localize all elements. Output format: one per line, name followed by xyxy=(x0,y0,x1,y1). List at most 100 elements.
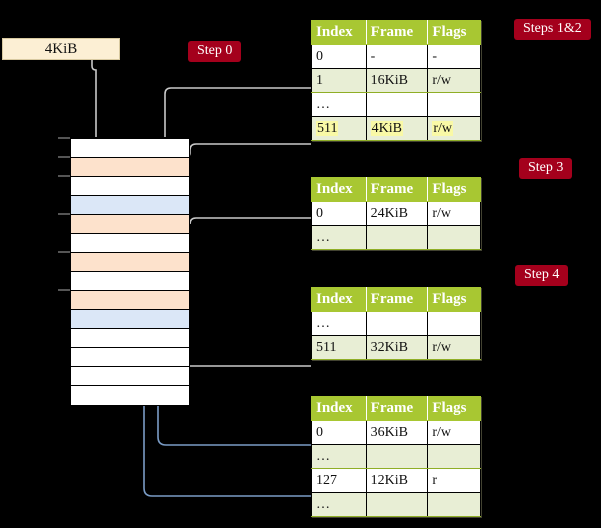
cell-flags: - xyxy=(427,44,481,69)
column-header-flags: Flags xyxy=(427,287,481,312)
memory-row xyxy=(71,196,189,215)
cell-index: 1 xyxy=(311,68,367,93)
memory-row xyxy=(71,234,189,253)
table-row[interactable]: 511 4KiB r/w xyxy=(311,116,481,141)
cell-frame: 24KiB xyxy=(365,201,429,226)
memory-tick xyxy=(58,137,71,139)
column-header-frame: Frame xyxy=(365,396,429,421)
badge-step-3: Step 3 xyxy=(519,158,573,180)
cell-frame: 4KiB xyxy=(365,116,429,141)
cell-frame: 16KiB xyxy=(365,68,429,93)
column-header-flags: Flags xyxy=(427,396,481,421)
cell-frame: 36KiB xyxy=(365,420,429,445)
cell-flags: r/w xyxy=(427,335,481,360)
cell-frame: 32KiB xyxy=(365,335,429,360)
table-row[interactable]: … xyxy=(311,225,481,250)
memory-row xyxy=(71,310,189,329)
memory-row xyxy=(71,272,189,291)
highlight-mark: 511 xyxy=(316,120,339,136)
memory-tick xyxy=(58,175,71,177)
cell-index: … xyxy=(311,492,367,517)
column-header-flags: Flags xyxy=(427,20,481,45)
cell-index: … xyxy=(311,444,367,469)
memory-tick xyxy=(58,156,71,158)
memory-row xyxy=(71,139,189,158)
cell-frame xyxy=(365,225,429,250)
cell-index: 0 xyxy=(311,201,367,226)
cell-flags xyxy=(427,444,481,469)
memory-row xyxy=(71,158,189,177)
memory-row xyxy=(71,329,189,348)
table-row[interactable]: … xyxy=(311,492,481,517)
cell-index: 511 xyxy=(311,335,367,360)
memory-row xyxy=(71,348,189,367)
cell-index: 0 xyxy=(311,44,367,69)
column-header-index: Index xyxy=(311,396,367,421)
column-header-flags: Flags xyxy=(427,177,481,202)
memory-row xyxy=(71,291,189,310)
cell-flags xyxy=(427,92,481,117)
cell-index: … xyxy=(311,311,367,336)
highlight-mark: 4KiB xyxy=(370,120,404,136)
column-header-index: Index xyxy=(311,20,367,45)
cell-index: … xyxy=(311,92,367,117)
memory-row xyxy=(71,367,189,386)
cell-flags xyxy=(427,492,481,517)
cell-frame: 12KiB xyxy=(365,468,429,493)
cell-index: 127 xyxy=(311,468,367,493)
table-row[interactable]: … xyxy=(311,311,481,336)
badge-steps-1-2: Steps 1&2 xyxy=(514,19,591,41)
memory-row xyxy=(71,253,189,272)
cell-frame xyxy=(365,444,429,469)
cell-index: 511 xyxy=(311,116,367,141)
cell-flags: r xyxy=(427,468,481,493)
source-frame-box: 4KiB xyxy=(2,38,120,60)
column-header-index: Index xyxy=(311,177,367,202)
table-row[interactable]: … xyxy=(311,444,481,469)
physical-memory-column xyxy=(70,137,190,406)
cell-index: … xyxy=(311,225,367,250)
cell-index: 0 xyxy=(311,420,367,445)
cell-frame xyxy=(365,92,429,117)
cell-flags: r/w xyxy=(427,201,481,226)
wire-step3-in xyxy=(171,217,311,248)
cell-flags: r/w xyxy=(427,420,481,445)
cell-frame xyxy=(365,311,429,336)
cell-flags xyxy=(427,311,481,336)
wire-step0 xyxy=(91,60,103,152)
memory-tick xyxy=(58,251,71,253)
memory-row xyxy=(71,215,189,234)
cell-frame xyxy=(365,492,429,517)
cell-frame: - xyxy=(365,44,429,69)
memory-row xyxy=(71,386,189,405)
table-row[interactable]: 0-- xyxy=(311,44,481,69)
cell-flags xyxy=(427,225,481,250)
column-header-frame: Frame xyxy=(365,20,429,45)
cell-flags: r/w xyxy=(427,68,481,93)
table-row[interactable]: … xyxy=(311,92,481,117)
badge-step-0: Step 0 xyxy=(188,41,242,63)
highlight-mark: r/w xyxy=(432,120,453,136)
wire-step4-up xyxy=(173,314,311,367)
memory-row xyxy=(71,177,189,196)
column-header-frame: Frame xyxy=(365,287,429,312)
cell-flags: r/w xyxy=(427,116,481,141)
column-header-frame: Frame xyxy=(365,177,429,202)
column-header-index: Index xyxy=(311,287,367,312)
memory-tick xyxy=(58,289,71,291)
memory-tick xyxy=(58,213,71,215)
